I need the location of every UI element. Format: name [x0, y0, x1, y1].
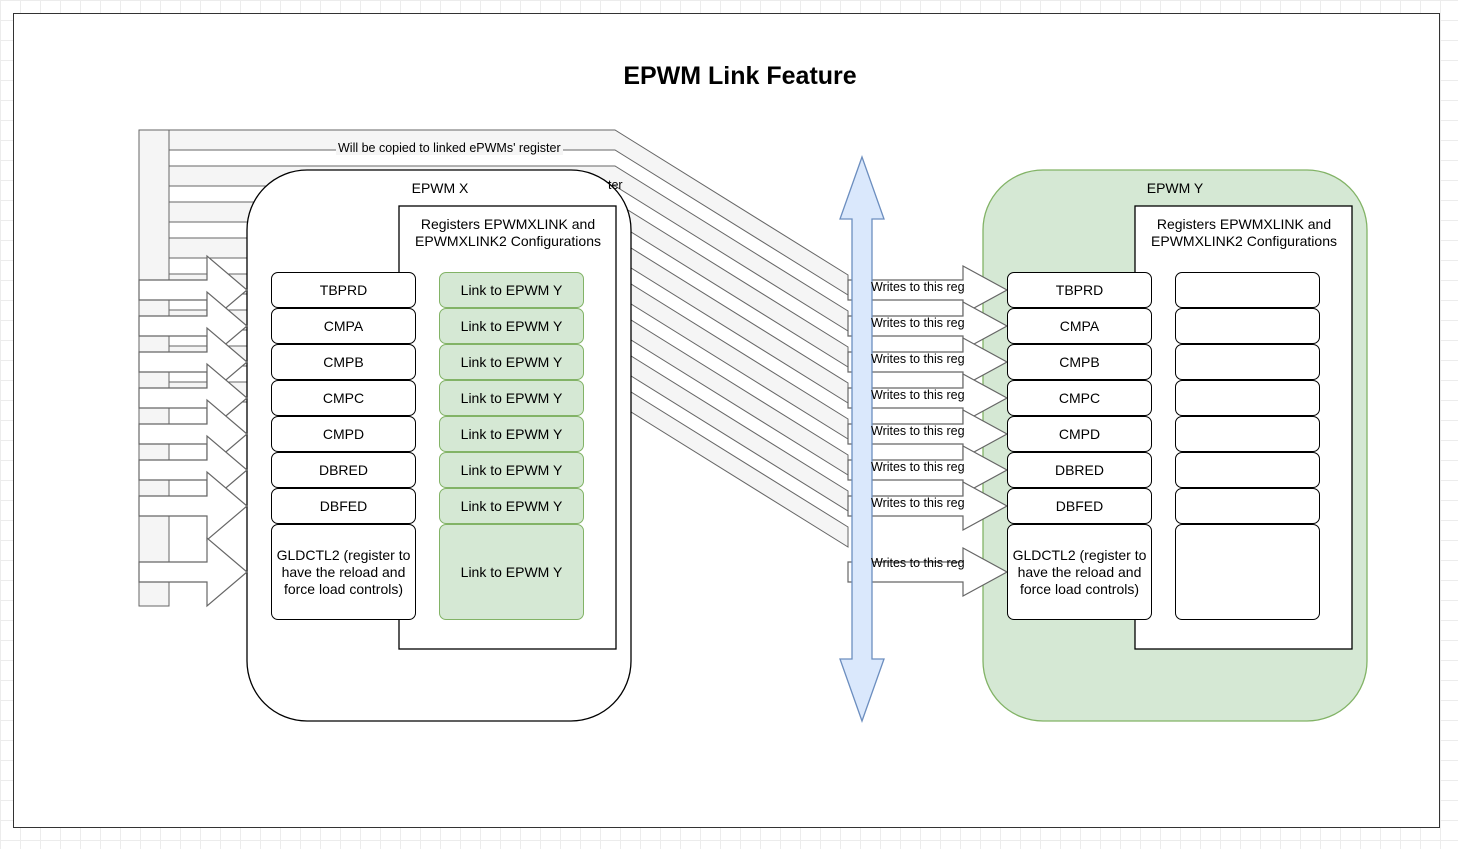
epwm-x-register-gldctl2: GLDCTL2 (register to have the reload and…: [271, 524, 416, 620]
epwm-y-config-title: Registers EPWMXLINK and EPWMXLINK2 Confi…: [1151, 216, 1337, 249]
epwm-x-link-7: Link to EPWM Y: [439, 524, 584, 620]
writes-label-1: Writes to this reg: [871, 316, 965, 330]
epwm-x-link-4: Link to EPWM Y: [439, 416, 584, 452]
epwm-y-link-5: [1175, 452, 1320, 488]
writes-label-3: Writes to this reg: [871, 388, 965, 402]
epwm-x-link-0: Link to EPWM Y: [439, 272, 584, 308]
epwm-x-register-cmpa: CMPA: [271, 308, 416, 344]
epwm-x-link-3: Link to EPWM Y: [439, 380, 584, 416]
copy-label-fragment: ter: [608, 178, 623, 192]
epwm-y-link-6: [1175, 488, 1320, 524]
epwm-y-register-cmpa: CMPA: [1007, 308, 1152, 344]
copy-label: Will be copied to linked ePWMs' register: [336, 141, 563, 155]
bus-double-arrow: [839, 155, 885, 723]
writes-label-0: Writes to this reg: [871, 280, 965, 294]
epwm-y-link-3: [1175, 380, 1320, 416]
writes-label-4: Writes to this reg: [871, 424, 965, 438]
epwm-x-register-cmpb: CMPB: [271, 344, 416, 380]
epwm-y-register-tbprd: TBPRD: [1007, 272, 1152, 308]
writes-label-6: Writes to this reg: [871, 496, 965, 510]
writes-label-5: Writes to this reg: [871, 460, 965, 474]
input-arrow-7: [138, 536, 248, 608]
epwm-y-register-cmpc: CMPC: [1007, 380, 1152, 416]
epwm-y-register-cmpd: CMPD: [1007, 416, 1152, 452]
epwm-x-link-6: Link to EPWM Y: [439, 488, 584, 524]
epwm-x-register-cmpc: CMPC: [271, 380, 416, 416]
epwm-x-config-title: Registers EPWMXLINK and EPWMXLINK2 Confi…: [415, 216, 601, 249]
epwm-x-label: EPWM X: [411, 180, 469, 196]
epwm-y-link-2: [1175, 344, 1320, 380]
epwm-x-register-dbfed: DBFED: [271, 488, 416, 524]
epwm-y-link-1: [1175, 308, 1320, 344]
epwm-y-label: EPWM Y: [1146, 180, 1204, 196]
writes-label-2: Writes to this reg: [871, 352, 965, 366]
epwm-x-register-dbred: DBRED: [271, 452, 416, 488]
epwm-y-link-0: [1175, 272, 1320, 308]
epwm-x-link-2: Link to EPWM Y: [439, 344, 584, 380]
epwm-y-register-cmpb: CMPB: [1007, 344, 1152, 380]
epwm-x-register-tbprd: TBPRD: [271, 272, 416, 308]
epwm-y-register-gldctl2: GLDCTL2 (register to have the reload and…: [1007, 524, 1152, 620]
epwm-x-link-1: Link to EPWM Y: [439, 308, 584, 344]
input-arrow-6: [138, 470, 248, 542]
diagram-title: EPWM Link Feature: [623, 62, 857, 90]
epwm-y-link-4: [1175, 416, 1320, 452]
epwm-x-link-5: Link to EPWM Y: [439, 452, 584, 488]
epwm-y-link-7: [1175, 524, 1320, 620]
epwm-y-register-dbred: DBRED: [1007, 452, 1152, 488]
writes-label-7: Writes to this reg: [871, 556, 965, 570]
epwm-y-register-dbfed: DBFED: [1007, 488, 1152, 524]
epwm-x-register-cmpd: CMPD: [271, 416, 416, 452]
